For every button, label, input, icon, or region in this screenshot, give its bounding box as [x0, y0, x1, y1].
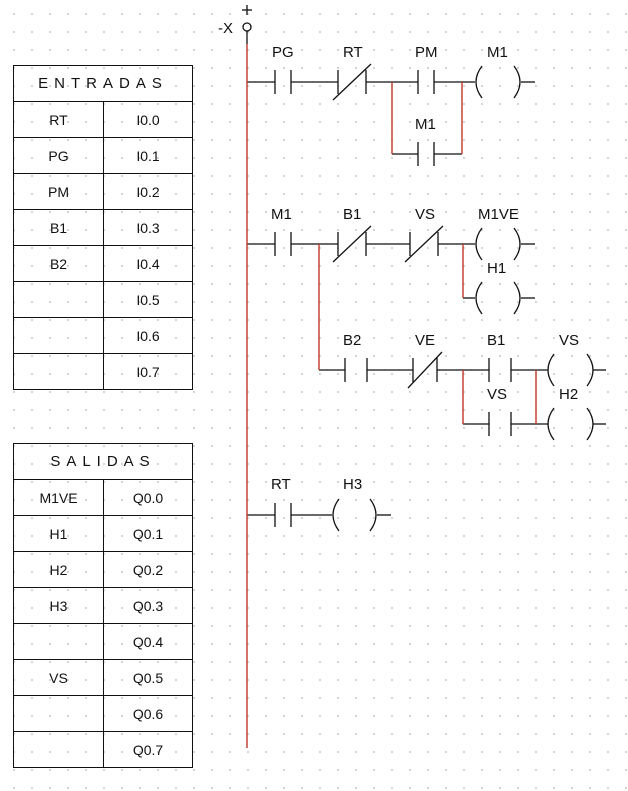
contact-rt-nc	[332, 63, 372, 101]
coil-h2	[547, 407, 594, 441]
coil-h1	[475, 281, 521, 315]
rung-2	[247, 225, 535, 315]
label-coil-h3: H3	[343, 476, 362, 493]
contact-pg	[274, 70, 292, 94]
label-coil-m1ve: M1VE	[478, 206, 519, 223]
rail-label: -X	[218, 20, 233, 37]
input-address-cell: I0.2	[103, 173, 193, 210]
contact-vs-latch	[488, 412, 512, 436]
input-name-cell: RT	[13, 101, 104, 138]
output-address-cell: Q0.7	[103, 731, 193, 768]
label-coil-vs: VS	[559, 332, 579, 349]
label-r2-b1: B1	[343, 206, 361, 223]
contact-b1-nc	[332, 225, 372, 263]
input-address-cell: I0.7	[103, 353, 193, 390]
output-name-cell	[13, 623, 104, 660]
contact-m1	[274, 232, 292, 256]
label-coil-h1: H1	[487, 260, 506, 277]
input-name-cell	[13, 281, 104, 318]
contact-pm	[417, 70, 435, 94]
input-name-cell: B1	[13, 209, 104, 246]
output-name-cell: M1VE	[13, 479, 104, 516]
output-address-cell: Q0.0	[103, 479, 193, 516]
rail-terminal	[242, 22, 252, 32]
contact-b1	[488, 358, 512, 382]
coil-h3	[332, 498, 377, 532]
label-r3-ve: VE	[415, 332, 435, 349]
rung-1	[247, 63, 535, 166]
coil-vs	[547, 353, 594, 387]
label-r3-vs-latch: VS	[487, 386, 507, 403]
contact-b2	[344, 358, 368, 382]
output-row: Q0.4	[13, 623, 193, 660]
coil-m1	[475, 65, 521, 99]
contact-m1-latch	[417, 142, 435, 166]
input-address-cell: I0.6	[103, 317, 193, 354]
label-rt: RT	[343, 44, 363, 61]
input-row: I0.5	[13, 281, 193, 318]
red-connectors	[246, 44, 537, 748]
output-address-cell: Q0.1	[103, 515, 193, 552]
contact-rt	[274, 503, 292, 527]
inputs-table-title: ENTRADAS	[13, 65, 193, 102]
label-r3-b2: B2	[343, 332, 361, 349]
label-pg: PG	[272, 44, 294, 61]
input-address-cell: I0.3	[103, 209, 193, 246]
output-address-cell: Q0.4	[103, 623, 193, 660]
label-r2-vs: VS	[415, 206, 435, 223]
label-r4-rt: RT	[271, 476, 291, 493]
input-row: I0.6	[13, 317, 193, 354]
output-row: Q0.7	[13, 731, 193, 768]
rung-3	[319, 351, 606, 441]
label-r3-b1: B1	[487, 332, 505, 349]
label-coil-h2: H2	[559, 386, 578, 403]
output-address-cell: Q0.6	[103, 695, 193, 732]
input-address-cell: I0.1	[103, 137, 193, 174]
input-address-cell: I0.4	[103, 245, 193, 282]
coil-m1ve	[475, 227, 521, 261]
output-name-cell	[13, 731, 104, 768]
output-name-cell: H2	[13, 551, 104, 588]
label-coil-m1: M1	[487, 44, 508, 61]
contact-ve-nc	[407, 351, 443, 389]
label-r2-m1: M1	[271, 206, 292, 223]
label-pm: PM	[415, 44, 438, 61]
input-name-cell: B2	[13, 245, 104, 282]
rung-4	[247, 498, 391, 532]
label-m1-latch: M1	[415, 116, 436, 133]
output-name-cell: H3	[13, 587, 104, 624]
input-name-cell: PG	[13, 137, 104, 174]
input-row: I0.7	[13, 353, 193, 390]
input-name-cell	[13, 353, 104, 390]
contact-vs-nc	[404, 225, 444, 263]
